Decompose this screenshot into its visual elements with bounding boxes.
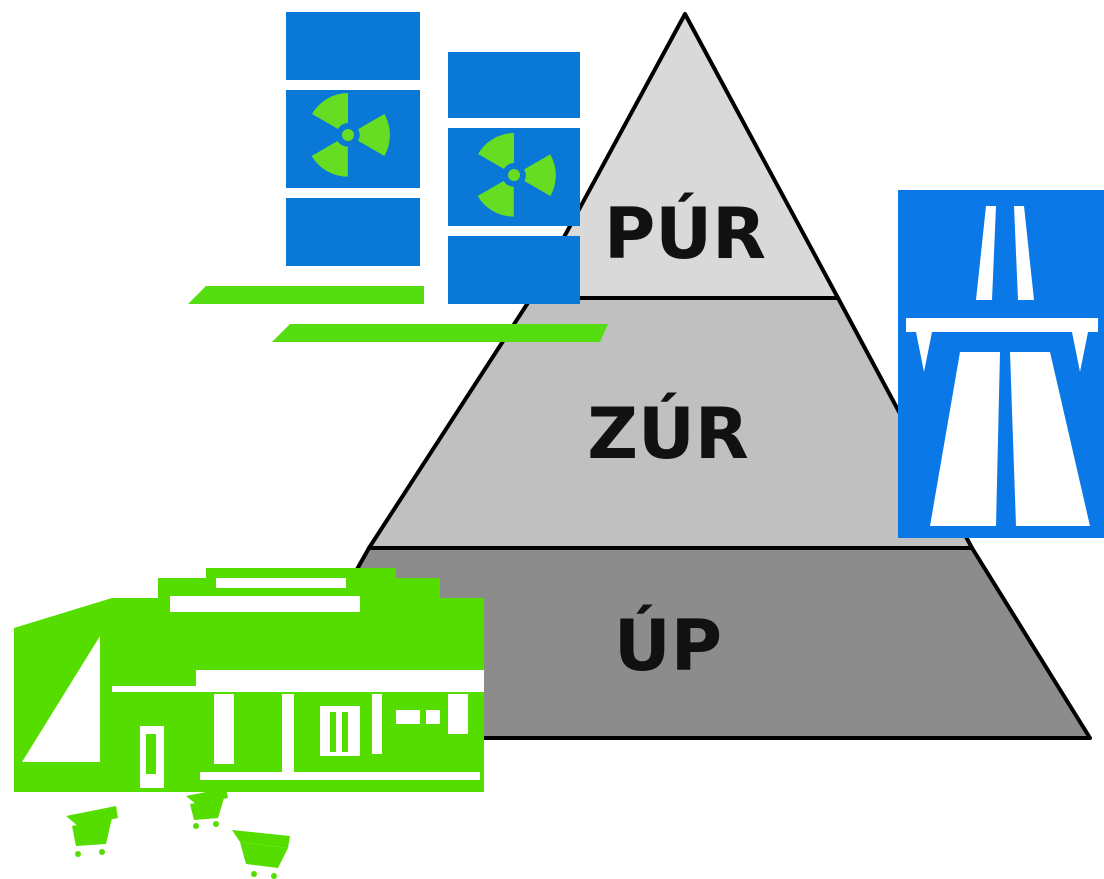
radiation-symbol-icon [311,93,390,177]
pyramid-level-top-label: PÚR [604,193,766,275]
shopping-cart-icon [232,830,290,879]
barrel-right [448,52,580,304]
radioactive-barrels-icon [188,12,608,342]
barrel-left [286,12,420,266]
barrel-platform-lower [272,324,608,342]
pyramid-level-bottom-label: ÚP [614,605,722,687]
radiation-symbol-icon [477,133,556,217]
planning-pyramid: PÚR ZÚR ÚP [260,12,1092,740]
shopping-cart-icon [66,806,118,857]
shopping-cart-icon [186,788,228,829]
pyramid-level-middle-label: ZÚR [587,393,749,475]
barrel-platform-upper [188,286,424,304]
motorway-sign-icon [898,190,1104,538]
shopping-carts [66,788,290,879]
shopping-center-icon [14,568,484,792]
